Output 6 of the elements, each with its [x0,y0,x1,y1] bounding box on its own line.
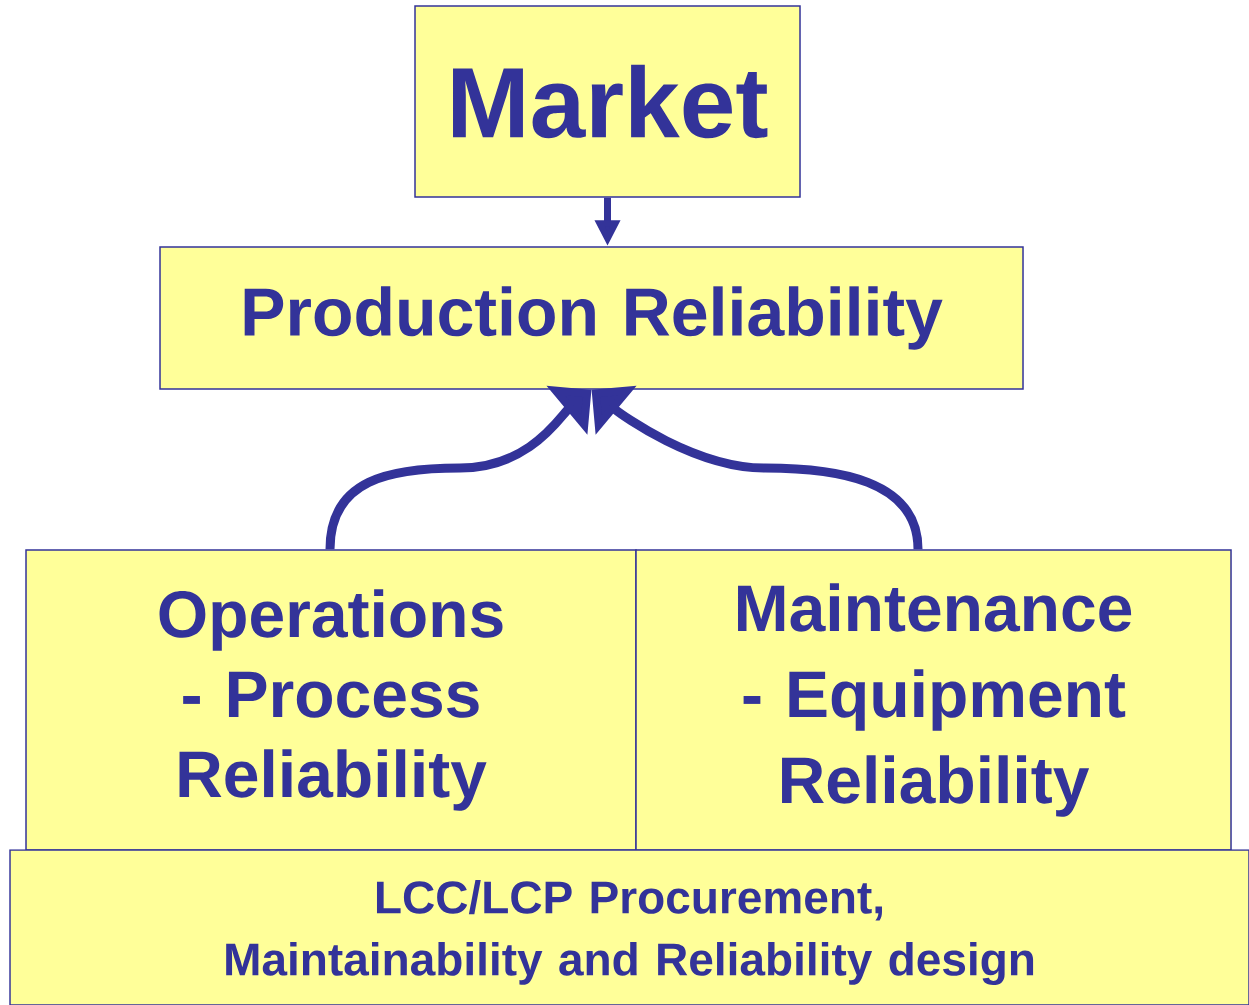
arrow [325,385,592,550]
production-reliability-box: Production Reliability [159,246,1024,390]
design-box: LCC/LCP Procurement, Maintainability and Reliability design [9,849,1249,1005]
market-box: Market [414,5,801,198]
operations-box: Operations - Process Reliability [25,549,637,851]
maintenance-box: Maintenance - Equipment Reliability [635,549,1232,851]
